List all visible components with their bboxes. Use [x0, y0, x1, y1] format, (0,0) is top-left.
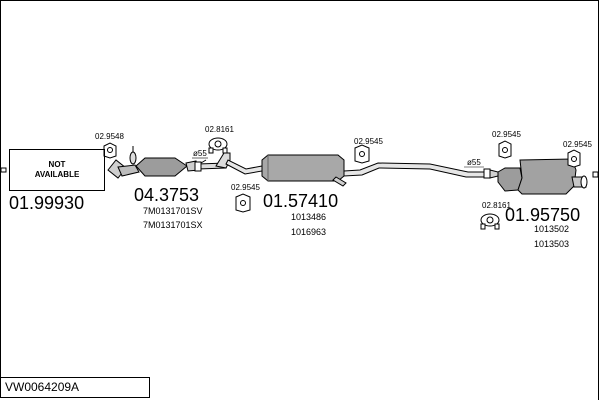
clamp-2-diameter: ø55	[467, 158, 481, 167]
hanger-4-code: 02.9545	[354, 137, 383, 146]
front-pipe-part-code: 01.99930	[9, 193, 85, 213]
clamp-1-drawing	[192, 157, 208, 172]
rear-silencer-ref-2: 1013503	[534, 239, 570, 249]
center-silencer-ref-1: 1013486	[291, 212, 327, 222]
rear-silencer-ref-1: 1013502	[534, 224, 570, 234]
hanger-3-code: 02.9545	[231, 183, 260, 192]
hanger-6-code: 02.9545	[563, 140, 592, 149]
clamp-2-drawing	[464, 166, 491, 179]
not-available-line2: AVAILABLE	[34, 170, 80, 179]
hanger-1-code: 02.9548	[95, 132, 124, 141]
catalyst-part-code: 04.3753	[134, 185, 200, 205]
rear-silencer-part-code: 01.95750	[505, 205, 581, 225]
hanger-4-drawing	[354, 144, 370, 164]
hanger-5-drawing	[498, 140, 512, 159]
center-silencer-part-code: 01.57410	[263, 191, 339, 211]
hanger-7-code: 02.8161	[482, 201, 511, 210]
right-connector-mark	[592, 171, 599, 178]
hanger-5-code: 02.9545	[492, 130, 521, 139]
rear-silencer-drawing	[489, 158, 588, 195]
center-pipe-drawing	[225, 159, 263, 175]
vehicle-code-box: VW0064209A	[0, 377, 150, 398]
hanger-3-drawing	[235, 193, 251, 213]
catalyst-ref-1: 7M0131701SV	[143, 206, 203, 216]
hanger-2-code: 02.8161	[205, 125, 234, 134]
hanger-2-drawing	[208, 137, 228, 154]
center-silencer-ref-2: 1016963	[291, 227, 327, 237]
not-available-line1: NOT	[48, 160, 66, 169]
left-connector-mark	[0, 167, 7, 173]
center-silencer-drawing	[261, 154, 345, 182]
clamp-1-diameter: ø55	[193, 149, 207, 158]
hanger-7-drawing	[480, 213, 500, 230]
not-available-box: NOT AVAILABLE	[9, 149, 105, 191]
hanger-1-drawing	[103, 142, 117, 159]
catalyst-ref-2: 7M0131701SX	[143, 220, 203, 230]
hanger-6-drawing	[567, 149, 581, 168]
